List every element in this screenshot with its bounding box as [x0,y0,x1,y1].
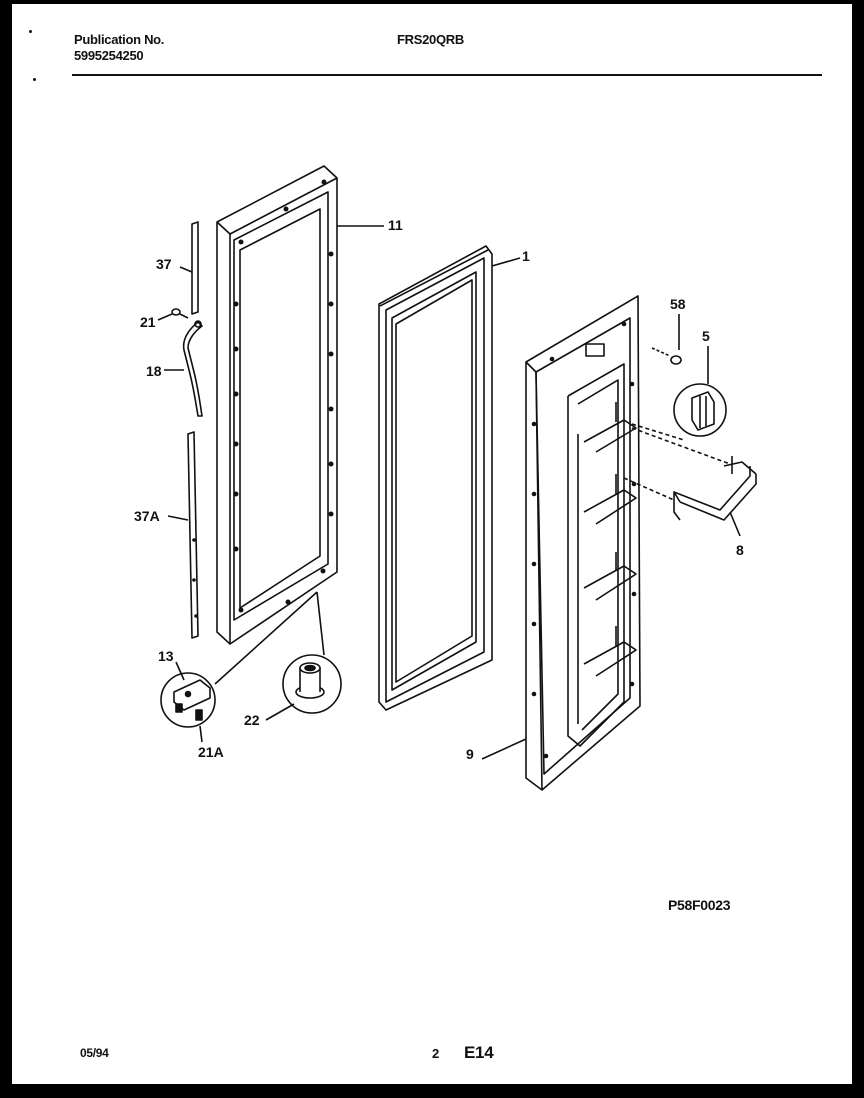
leader-8 [729,511,741,537]
callout-37a: 37A [134,508,160,524]
shelf-rack-8 [623,427,757,521]
door-stop-22-detail [282,654,342,714]
leader-21a [199,725,203,743]
callout-21a: 21A [198,744,224,760]
callout-8: 8 [736,542,744,558]
leader-21 [157,313,173,321]
callout-11: 11 [388,217,403,233]
publication-number: 5995254250 [74,48,144,63]
section-code: E14 [464,1043,494,1062]
callout-18: 18 [146,363,162,379]
leader-13 [175,661,185,681]
bracket-13-detail [160,672,216,728]
callout-9: 9 [466,746,474,762]
door-handle-18 [182,320,203,417]
punch-mark-top [29,30,32,33]
leader-37 [179,266,193,273]
page-number: 2 [432,1046,439,1061]
callout-21: 21 [140,314,156,330]
revision-date: 05/94 [80,1046,109,1060]
trim-strip-37a [187,431,199,639]
leader-22 [265,703,295,721]
callout-5: 5 [702,328,710,344]
callout-37: 37 [156,256,172,272]
leader-bracket-to-door [214,591,318,685]
door-panel [216,165,338,645]
clip-5-detail [673,383,727,437]
parts-diagram-sheet: Publication No. 5995254250 FRS20QRB [12,4,852,1084]
exploded-view-drawing [157,165,757,791]
publication-label: Publication No. [74,32,165,47]
door-gasket [378,245,493,711]
header-rule [72,74,822,76]
leader-9 [481,738,527,760]
door-liner [525,295,641,791]
model-number: FRS20QRB [397,32,464,47]
callout-1: 1 [522,248,530,264]
trim-strip-37 [191,221,199,315]
leader-37a [167,515,189,521]
dash-leader-5 [631,423,685,441]
screw-58 [651,347,682,365]
leader-1 [491,257,521,267]
callout-22: 22 [244,712,260,728]
callout-58: 58 [670,296,686,312]
callout-13: 13 [158,648,174,664]
drawing-code: P58F0023 [668,897,731,913]
screw-21 [171,308,189,319]
punch-mark-bottom [33,78,36,81]
leader-stop-to-door [316,591,325,656]
